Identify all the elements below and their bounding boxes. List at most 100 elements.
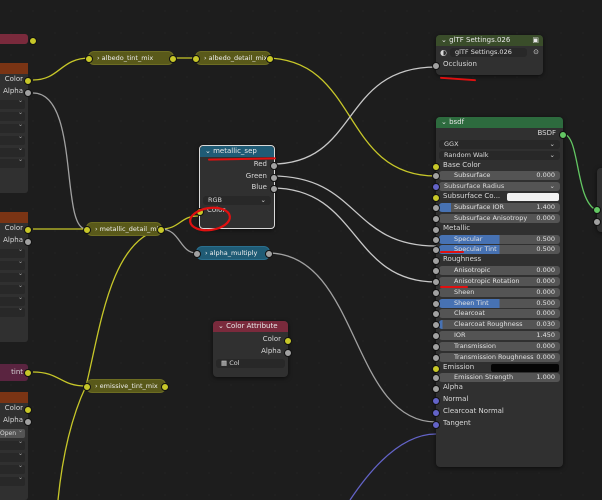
socket-subsurface[interactable] [432, 172, 440, 181]
subsurface-method-dropdown[interactable]: Random Walk⌄ [439, 150, 560, 160]
left-c-field[interactable] [0, 462, 25, 474]
distribution-dropdown[interactable]: GGX⌄ [439, 139, 560, 149]
socket-emissive-tint-in[interactable] [83, 383, 91, 391]
socket-ior[interactable] [432, 331, 440, 340]
socket-roughness[interactable] [432, 257, 440, 266]
socket-alpha-multiply-in[interactable] [193, 250, 201, 258]
socket-red[interactable] [270, 161, 278, 170]
socket-sheen[interactable] [432, 288, 440, 297]
socket-emission-strength[interactable] [432, 374, 440, 383]
socket-clearcoat-roughness[interactable] [432, 321, 440, 330]
socket-left-b-alpha[interactable] [24, 237, 32, 246]
left-b-field[interactable] [0, 294, 25, 306]
left-node-emissive[interactable]: tint [0, 364, 32, 381]
socket-color-in[interactable] [196, 207, 204, 216]
socket-specular[interactable] [432, 235, 440, 244]
socket-base-color[interactable] [432, 162, 440, 171]
gltf-header[interactable]: ⌄ glTF Settings.026 ▣ [436, 35, 543, 46]
left-b-field[interactable] [0, 282, 25, 294]
socket-metallic-detail-out[interactable] [157, 226, 165, 234]
socket-left-a-alpha[interactable] [24, 88, 32, 97]
socket-subsurface-radius[interactable] [432, 183, 440, 192]
socket-clearcoat-normal[interactable] [432, 408, 440, 417]
emission-color-swatch[interactable] [491, 363, 559, 372]
left-b-field[interactable] [0, 270, 25, 282]
socket-metallic[interactable] [432, 225, 440, 234]
left-b-field[interactable] [0, 305, 25, 318]
socket-albedo-detail-in[interactable] [192, 55, 200, 63]
socket-alpha-multiply-out[interactable] [265, 250, 273, 258]
socket-albedo-tint-in[interactable] [85, 55, 93, 63]
socket-subsurface-anisotropy[interactable] [432, 214, 440, 223]
socket-right-node-in2[interactable] [593, 218, 601, 226]
socket-subsurface-color[interactable] [432, 194, 440, 203]
metallic-detail-mix-node[interactable]: › metallic_detail_mix [83, 222, 165, 236]
color-attribute-node[interactable]: ⌄ Color Attribute Color Alpha ▦ Col [213, 321, 292, 377]
left-a-field[interactable] [0, 145, 25, 157]
socket-tangent[interactable] [432, 420, 440, 429]
left-a-field[interactable] [0, 133, 25, 145]
socket-emission[interactable] [432, 364, 440, 373]
socket-emissive-tint-out[interactable] [161, 383, 169, 391]
socket-occlusion[interactable] [432, 62, 440, 70]
mode-dropdown[interactable]: RGB⌄ [203, 195, 271, 205]
color-attribute-header[interactable]: ⌄ Color Attribute [213, 321, 288, 332]
left-b-field[interactable] [0, 258, 25, 271]
left-a-field[interactable] [0, 121, 25, 133]
left-c-open-field[interactable]: Open [0, 426, 25, 439]
left-node-c[interactable]: Color Alpha Open [0, 392, 32, 500]
left-b-field[interactable] [0, 246, 25, 259]
socket-anisotropic[interactable] [432, 267, 440, 276]
socket-metallic-detail-in[interactable] [83, 226, 91, 234]
socket-left-b-color[interactable] [24, 226, 32, 234]
left-c-field[interactable] [0, 438, 25, 451]
right-partial-node[interactable] [593, 168, 602, 232]
gltf-settings-node[interactable]: ⌄ glTF Settings.026 ▣ ◐ glTF Settings.02… [432, 35, 543, 75]
socket-albedo-detail-out[interactable] [266, 55, 274, 63]
socket-specular-tint[interactable] [432, 246, 440, 255]
socket-albedo-tint-out[interactable] [169, 55, 177, 63]
metallic-sep-header[interactable]: ⌄ metallic_sep [200, 146, 274, 157]
color-attribute-field[interactable]: ▦ Col [216, 359, 285, 369]
left-node-b[interactable]: Color Alpha [0, 212, 32, 342]
left-node-a[interactable]: Color Alpha [0, 63, 32, 193]
fake-user-icon[interactable]: ⊙ [533, 48, 539, 56]
subsurface-radius-field[interactable]: Subsurface Radius⌄ [432, 182, 560, 192]
left-node-top-header[interactable] [0, 34, 28, 44]
socket-bsdf-out[interactable] [559, 131, 567, 139]
left-a-field[interactable] [0, 109, 25, 122]
left-a-field[interactable] [0, 156, 25, 169]
left-a-field[interactable] [0, 97, 25, 110]
socket-green[interactable] [270, 173, 278, 182]
socket-blue[interactable] [270, 185, 278, 194]
socket-anisotropic-rotation[interactable] [432, 277, 440, 286]
socket-left-c-color[interactable] [24, 406, 32, 414]
socket-left-top[interactable] [29, 37, 37, 45]
subsurface-color-swatch[interactable] [507, 193, 559, 202]
socket-left-a-color[interactable] [24, 77, 32, 85]
emissive-tint-mix-node[interactable]: › emissive_tint_mix [83, 379, 169, 393]
socket-sheen-tint[interactable] [432, 299, 440, 308]
socket-ca-color[interactable] [284, 336, 292, 345]
alpha-multiply-node[interactable]: › alpha_multiply [193, 246, 273, 260]
socket-right-node-in[interactable] [593, 206, 601, 214]
socket-left-c-alpha[interactable] [24, 417, 32, 426]
albedo-detail-mix-node[interactable]: › albedo_detail_mix [192, 51, 274, 65]
socket-alpha[interactable] [432, 385, 440, 394]
left-c-field[interactable] [0, 474, 25, 486]
socket-transmission-roughness[interactable] [432, 353, 440, 362]
socket-normal[interactable] [432, 397, 440, 406]
